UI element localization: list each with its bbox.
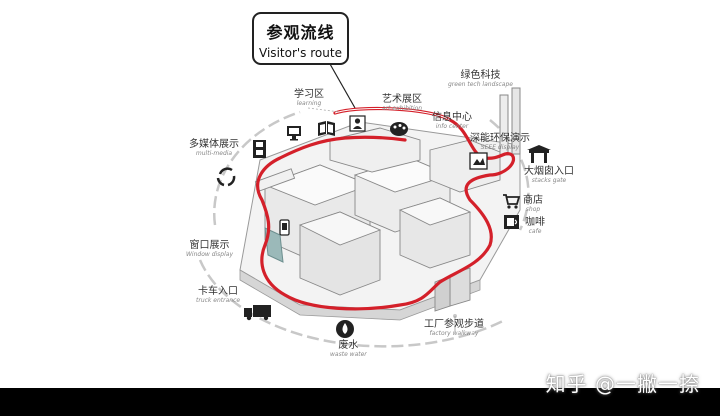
label-waste-water: 废水 waste water bbox=[330, 340, 367, 358]
watermark: 知乎 @一撇一捺 bbox=[545, 372, 700, 396]
label-art-exhibition: 艺术展区 art exhibition bbox=[382, 94, 423, 112]
person-icon bbox=[349, 115, 366, 132]
label-stacks-gate: 大烟囱入口 stacks gate bbox=[524, 166, 574, 184]
cart-icon bbox=[503, 194, 521, 209]
label-window-display: 窗口展示 Window display bbox=[186, 240, 234, 258]
label-seee-display: 深能环保演示 SEEE display bbox=[470, 133, 530, 151]
visitor-route-callout: 参观流线 Visitor's route bbox=[252, 12, 349, 65]
film-icon bbox=[253, 140, 266, 158]
window-display-panel bbox=[264, 227, 284, 263]
callout-title-en: Visitor's route bbox=[259, 46, 342, 60]
callout-pointer bbox=[329, 63, 356, 109]
visitor-route bbox=[256, 106, 515, 311]
palette-icon bbox=[390, 122, 408, 136]
factory-walkway-marker bbox=[453, 314, 457, 332]
label-shop: 商店 shop bbox=[523, 195, 543, 213]
bottom-bar bbox=[0, 388, 720, 416]
display-icon bbox=[469, 152, 488, 170]
label-factory-walkway: 工厂参观步道 factory walkway bbox=[424, 319, 484, 337]
label-green-tech: 绿色科技 green tech landscape bbox=[448, 70, 513, 88]
recycle-icon bbox=[216, 167, 236, 187]
truck-icon bbox=[244, 305, 271, 321]
label-cafe: 咖啡 cafe bbox=[525, 217, 545, 235]
leader-line bbox=[307, 107, 341, 113]
label-multimedia: 多媒体展示 multi-media bbox=[189, 139, 239, 157]
book-icon bbox=[318, 121, 335, 136]
label-truck-entrance: 卡车入口 truck entrance bbox=[196, 286, 241, 304]
site-plan bbox=[198, 63, 551, 348]
phone-icon bbox=[279, 219, 290, 236]
outer-ring bbox=[198, 110, 530, 348]
callout-title-zh: 参观流线 bbox=[266, 23, 335, 42]
label-learning: 学习区 learning bbox=[294, 89, 324, 107]
buildings bbox=[254, 127, 501, 312]
water-drop-icon bbox=[336, 320, 354, 338]
cup-icon bbox=[504, 215, 519, 229]
monitor-icon bbox=[287, 126, 301, 141]
label-info-center: 信息中心 info center bbox=[432, 112, 472, 130]
gate-icon bbox=[527, 145, 551, 163]
